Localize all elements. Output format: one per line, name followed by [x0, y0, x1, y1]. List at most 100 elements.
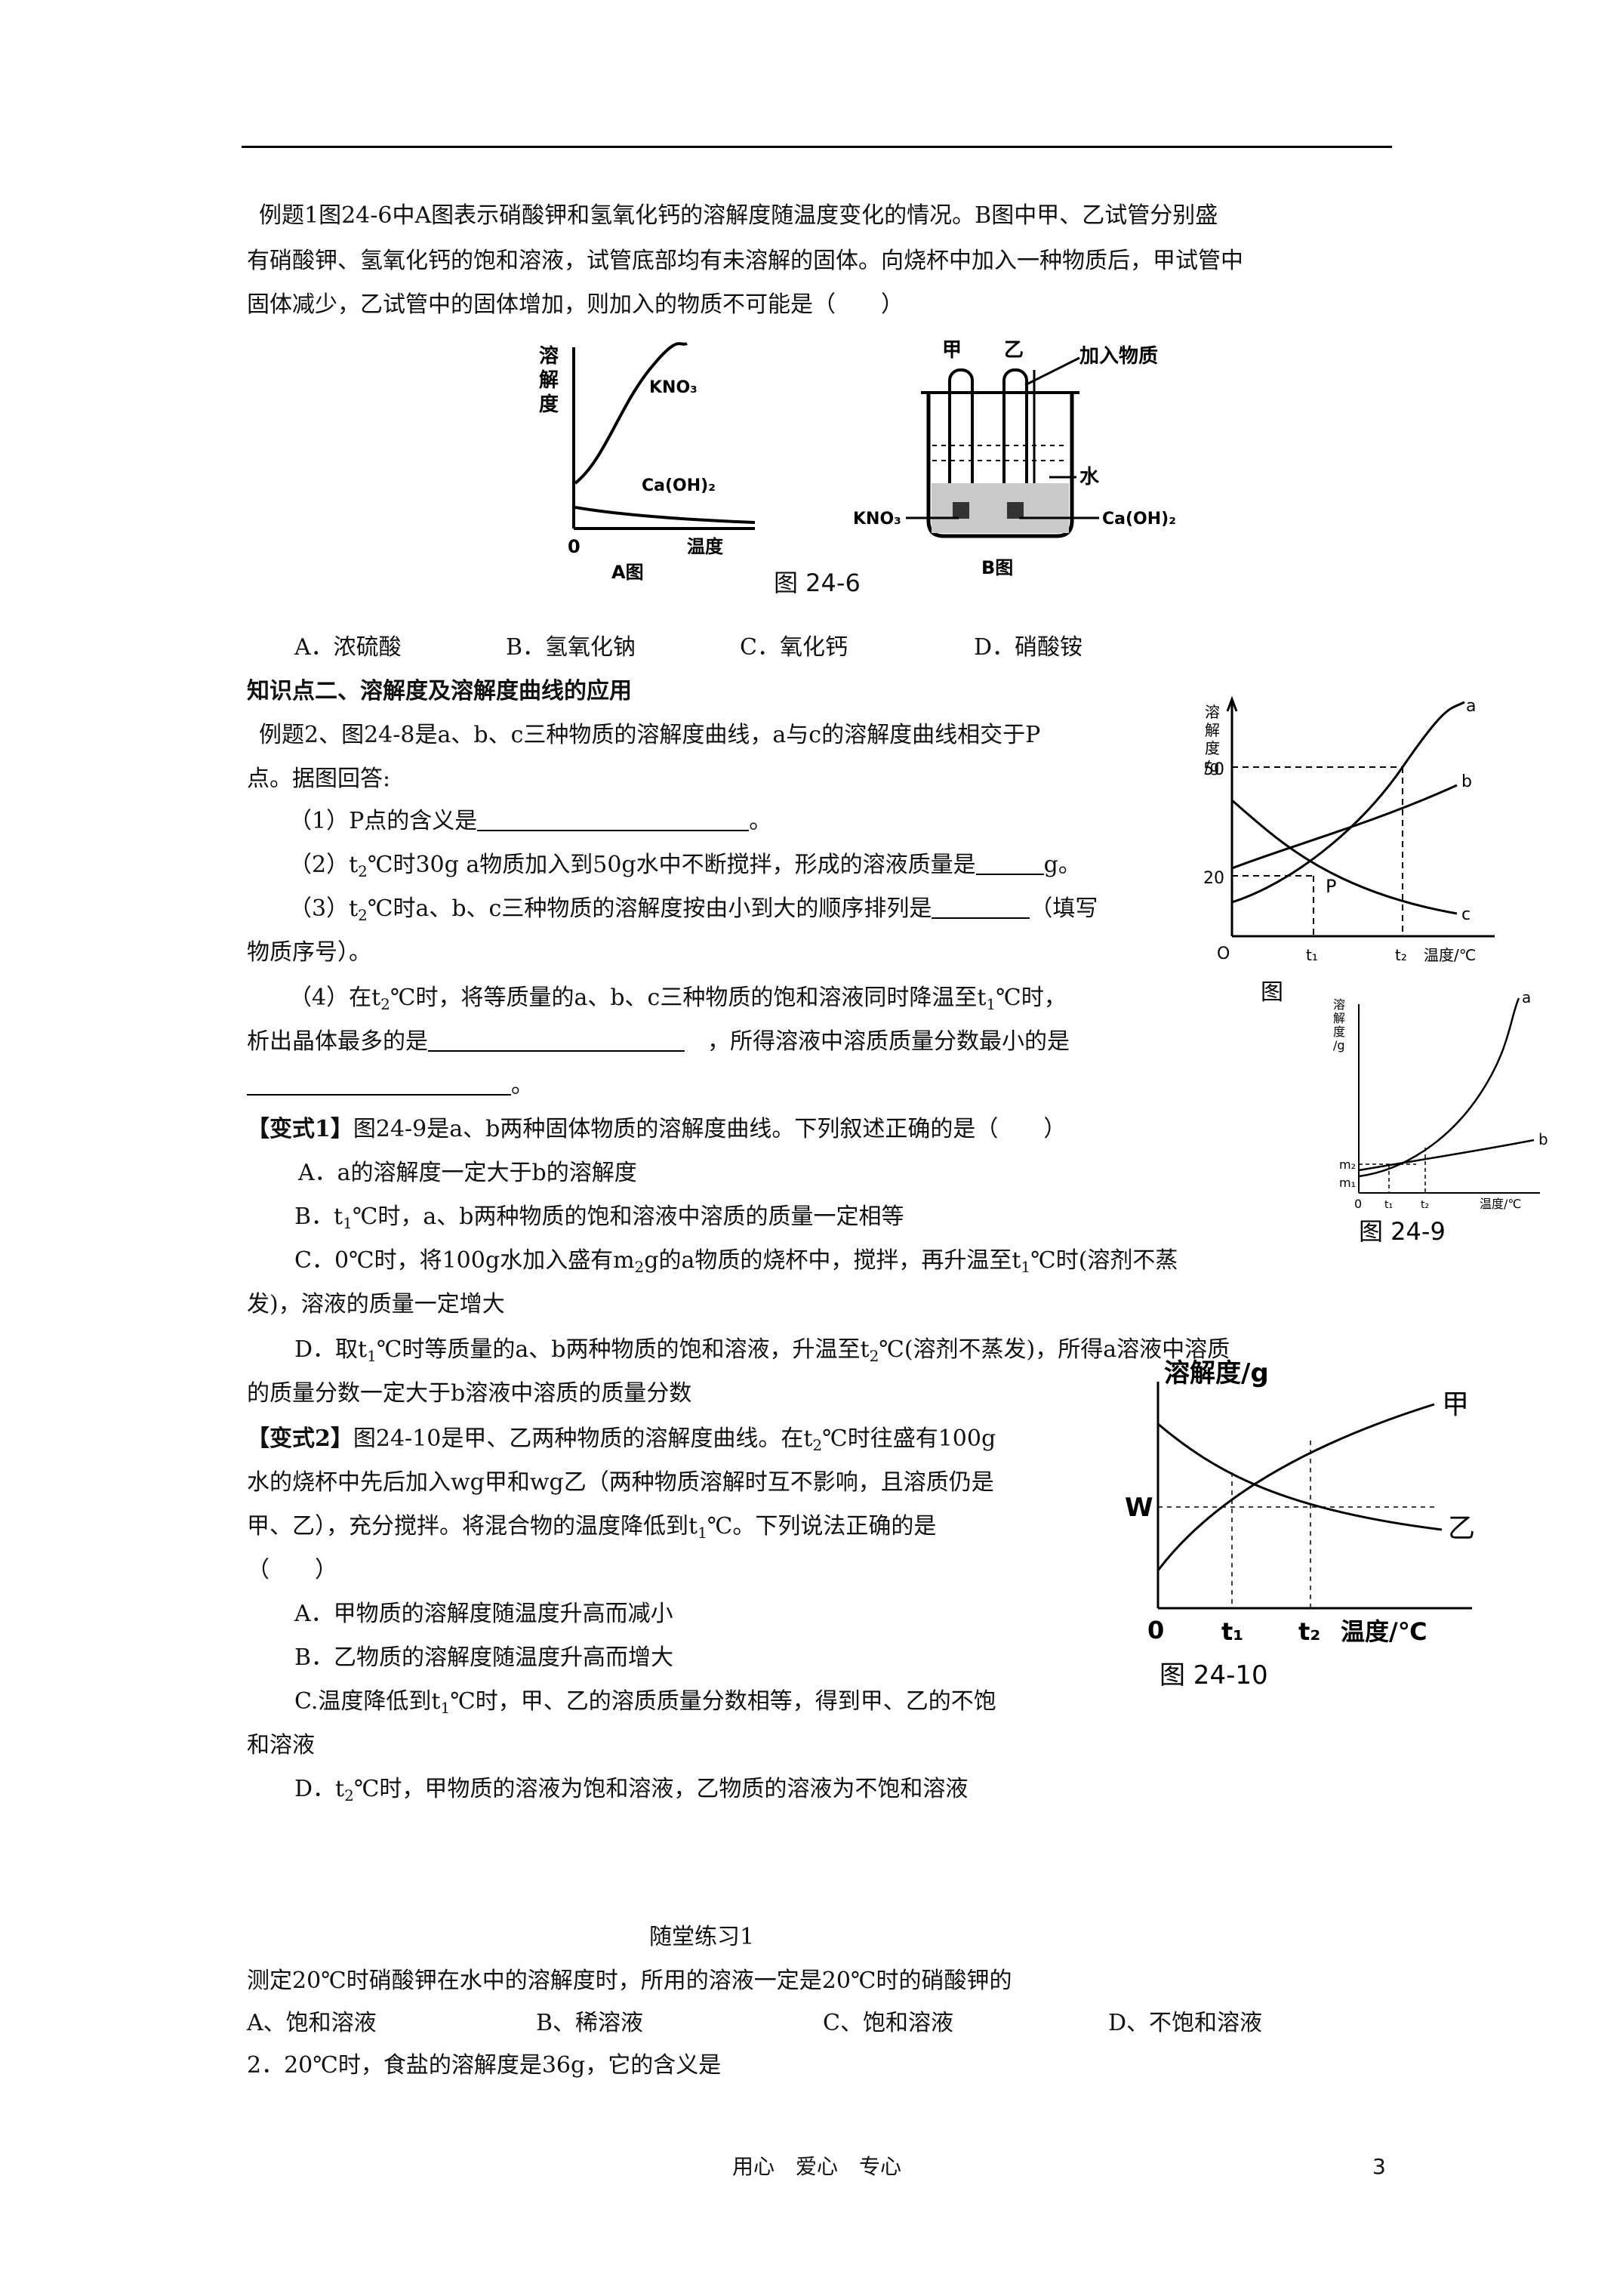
fig249-caption: 图 24-9: [1359, 1217, 1446, 1246]
v1c-a: C．0℃时，将100g水加入盛有m: [294, 1247, 635, 1274]
q4-text-c: ℃时，: [996, 985, 1067, 1011]
q4-sub2: 2: [380, 995, 390, 1013]
v2d-b: ℃时，甲物质的溶液为饱和溶液，乙物质的溶液为不饱和溶液: [353, 1776, 969, 1802]
q3-line: （3）t2℃时a、b、c三种物质的溶解度按由小到大的顺序排列是 （填写: [289, 894, 1098, 930]
practice-option-a: A、饱和溶液: [247, 2010, 377, 2036]
variant2-option-b: B．乙物质的溶解度随温度升高而增大: [294, 1644, 674, 1671]
fig248-t1: t₁: [1306, 946, 1318, 964]
practice-option-b: B、稀溶液: [536, 2010, 644, 2036]
fig-b-beaker: [926, 393, 1074, 538]
example1-line3: 固体减少，乙试管中的固体增加，则加入的物质不可能是（ ）: [247, 291, 904, 318]
q3-sub: 2: [358, 906, 368, 924]
v1d-sub1: 1: [367, 1347, 377, 1365]
fig2410-w: W: [1125, 1493, 1153, 1523]
variant1-option-b: B．t1℃时，a、b两种物质的饱和溶液中溶质的质量一定相等: [294, 1202, 904, 1238]
fig248-ylabel: 溶解度/g: [1205, 703, 1220, 775]
practice-option-c: C、饱和溶液: [823, 2010, 953, 2036]
q4-blank1[interactable]: [428, 1029, 685, 1052]
q4-blank2[interactable]: [247, 1073, 511, 1096]
fig-a-xlabel: 温度: [687, 536, 724, 557]
fig2410-xlabel: 温度/℃: [1341, 1617, 1427, 1646]
fig2410-curve-yi: [1157, 1422, 1443, 1531]
fig-b-jia: 甲: [942, 339, 962, 362]
fig-b-water-label: 水: [1079, 466, 1100, 488]
v1b-b: ℃时，a、b两种物质的饱和溶液中溶质的质量一定相等: [352, 1203, 904, 1230]
q3-end: （填写: [1030, 895, 1098, 922]
footer-motto: 用心 爱心 专心: [732, 2154, 902, 2179]
fig249-xlabel: 温度/℃: [1480, 1197, 1521, 1211]
v1d-a: D．取t: [294, 1336, 368, 1363]
q3-blank[interactable]: [932, 896, 1030, 919]
q3-text-a: （3）t: [289, 895, 359, 922]
variant2-title: 【变式2】: [247, 1425, 353, 1452]
fig248-curve-c: [1231, 799, 1458, 915]
fig-b-caoh2-label: Ca(OH)₂: [1102, 510, 1176, 529]
fig248-a-label: a: [1466, 697, 1476, 716]
q2-sub: 2: [358, 862, 368, 880]
fig248-xlabel: 温度/℃: [1424, 946, 1476, 964]
v1c-sub1: 1: [1021, 1258, 1031, 1276]
variant1-option-d-line2: 的质量分数一定大于b溶液中溶质的质量分数: [247, 1380, 692, 1407]
v2c-a: C.温度降低到t: [294, 1688, 441, 1715]
fig2410-t1: t₁: [1221, 1617, 1243, 1646]
q3-line2: 物质序号）。: [247, 939, 371, 966]
fig2410-ylabel: 溶解度/g: [1164, 1358, 1269, 1388]
fig248-curve-b: [1231, 784, 1458, 870]
q4-sub1: 1: [986, 995, 996, 1013]
q1-end: 。: [749, 808, 772, 834]
q4-line2-a: 析出晶体最多的是: [247, 1028, 428, 1055]
q2-blank[interactable]: [975, 852, 1044, 875]
variant1-option-a: A．a的溶解度一定大于b的溶解度: [298, 1160, 637, 1186]
fig-b-yi: 乙: [1004, 339, 1024, 362]
v2-l3-sub: 1: [698, 1524, 707, 1542]
q1-blank[interactable]: [477, 809, 750, 831]
practice-q2: 2．20℃时，食盐的溶解度是36g，它的含义是: [247, 2052, 722, 2079]
fig249-curve-b: [1358, 1139, 1535, 1172]
v2d-a: D．t: [294, 1776, 345, 1802]
q4-line3: 。: [247, 1071, 534, 1101]
q1-line: （1）P点的含义是 。: [289, 806, 771, 837]
variant2-line4: （ ）: [247, 1557, 337, 1583]
v1b-sub: 1: [343, 1214, 353, 1232]
option-d: D．硝酸铵: [974, 634, 1083, 661]
fig249-a-label: a: [1522, 989, 1531, 1006]
variant2-line2: 水的烧杯中先后加入wg甲和wg乙（两种物质溶解时互不影响，且溶质仍是: [247, 1469, 994, 1496]
v2-l1-a: 图24-10是甲、乙两种物质的溶解度曲线。在t: [353, 1425, 813, 1452]
practice-q1: 测定20℃时硝酸钾在水中的溶解度时，所用的溶液一定是20℃时的硝酸钾的: [247, 1968, 1012, 1994]
fig249-m2: m₂: [1339, 1157, 1356, 1172]
variant1-text: 图24-9是a、b两种固体物质的溶解度曲线。下列叙述正确的是（ ）: [353, 1116, 1067, 1142]
fig-a-ylabel: 溶解度: [539, 344, 559, 416]
section2-heading: 知识点二、溶解度及溶解度曲线的应用: [247, 678, 632, 704]
v2c-sub: 1: [440, 1699, 451, 1717]
v1d-sub2: 2: [869, 1347, 879, 1365]
fig248-curve-a: [1231, 701, 1465, 904]
fig248-y50: 50: [1203, 760, 1224, 779]
fig2410-curve-jia: [1156, 1403, 1435, 1571]
fig-a-kno3-label: KNO₃: [649, 378, 698, 397]
variant2-option-c-line2: 和溶液: [247, 1732, 315, 1758]
v2-l3-a: 甲、乙），充分搅拌。将混合物的温度降低到t: [247, 1513, 698, 1539]
q4-text-b: ℃时，将等质量的a、b、c三种物质的饱和溶液同时降温至t: [390, 985, 987, 1011]
fig-a-kno3-curve: [574, 342, 688, 485]
variant1-line: 【变式1】图24-9是a、b两种固体物质的溶解度曲线。下列叙述正确的是（ ）: [247, 1114, 1066, 1145]
variant1-title: 【变式1】: [247, 1116, 353, 1142]
q4-line2-b: ，所得溶液中溶质质量分数最小的是: [707, 1028, 1070, 1055]
fig248-b-label: b: [1461, 772, 1472, 791]
variant2-option-d: D．t2℃时，甲物质的溶液为饱和溶液，乙物质的溶液为不饱和溶液: [294, 1774, 968, 1811]
v1d-c: ℃(溶剂不蒸发)，所得a溶液中溶质: [879, 1336, 1230, 1363]
q1-text: （1）P点的含义是: [289, 808, 478, 834]
figure-24-6-a: 溶解度 KNO₃ Ca(OH)₂ 0 温度 A图: [539, 342, 756, 583]
fig-a-caption: A图: [611, 562, 644, 583]
fig-a-caoh2-label: Ca(OH)₂: [642, 476, 716, 495]
fig2410-yi-label: 乙: [1448, 1513, 1475, 1544]
example2-line2: 点。据图回答:: [247, 766, 391, 792]
example1-line2: 有硝酸钾、氢氧化钙的饱和溶液，试管底部均有未溶解的固体。向烧杯中加入一种物质后，…: [247, 248, 1243, 274]
example1-line1: 例题1图24-6中A图表示硝酸钾和氢氧化钙的溶解度随温度变化的情况。B图中甲、乙…: [259, 202, 1218, 229]
fig-a-caoh2-curve: [574, 506, 756, 524]
variant1-option-c-line2: 发)，溶液的质量一定增大: [247, 1291, 505, 1318]
q3-text-b: ℃时a、b、c三种物质的溶解度按由小到大的顺序排列是: [367, 895, 932, 922]
q4-line3-end: 。: [511, 1072, 534, 1099]
fig249-origin: 0: [1354, 1197, 1362, 1211]
fig2410-origin: 0: [1147, 1616, 1164, 1644]
